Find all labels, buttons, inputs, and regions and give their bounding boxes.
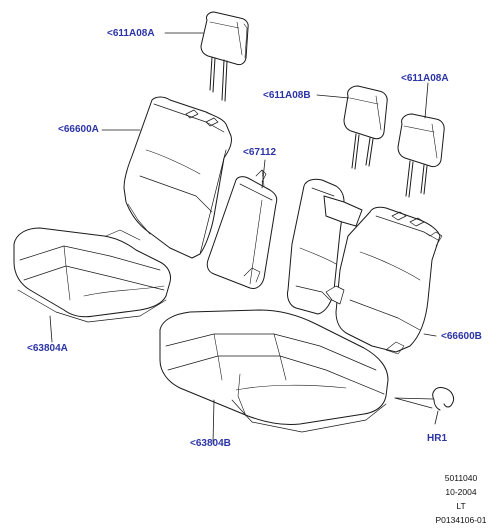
callout-headrest-top: <611A08A: [107, 28, 155, 39]
leader-lines: [49, 32, 439, 444]
callout-cushion-center: <63804B: [190, 438, 231, 449]
footer-illustration-id: P0134106-01: [435, 515, 487, 525]
hog-ring: [433, 388, 454, 410]
callout-headrest-middle: <611A08B: [263, 90, 311, 101]
cushion-center: [160, 310, 388, 432]
callout-headrest-right: <611A08A: [401, 73, 449, 84]
callout-backrest-right: <66600B: [441, 331, 482, 342]
callout-cushion-left: <63804A: [27, 343, 68, 354]
footer-code: LT: [456, 501, 466, 511]
armrest: [207, 170, 277, 289]
backrest-right: [287, 179, 442, 354]
backrest-left: [124, 97, 231, 258]
callout-backrest-left: <66600A: [58, 124, 99, 135]
footer-date: 10-2004: [445, 487, 477, 497]
headrest-top: [201, 12, 248, 101]
headrest-middle: [344, 86, 387, 169]
headrest-right: [398, 114, 444, 197]
callout-armrest: <67112: [243, 147, 277, 158]
cushion-left: [14, 228, 171, 322]
callout-ring: HR1: [427, 433, 448, 444]
footer-reference-number: 5011040: [444, 473, 478, 483]
